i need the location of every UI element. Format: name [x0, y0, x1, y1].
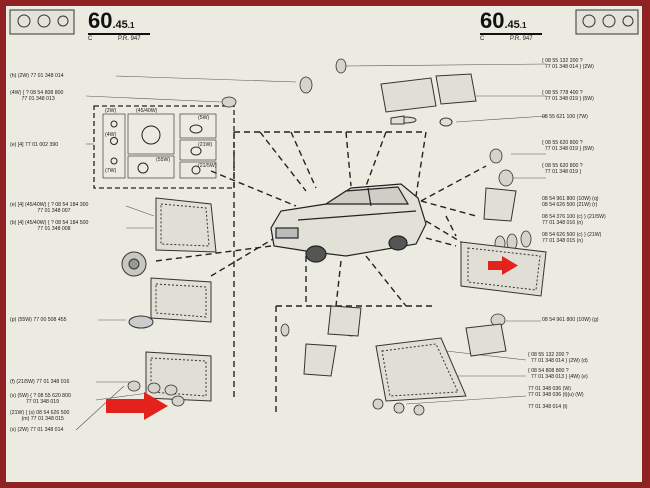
part-label: (f) (21/5W) 77 01 348 016	[10, 379, 70, 385]
bulb-assortment-box	[93, 105, 235, 189]
red-arrow-right	[488, 256, 518, 275]
part-label: { 08 55 778 400 ? 77 01 348 019 } (5W)	[542, 90, 594, 102]
header-pr-left: P.R. 947	[118, 36, 141, 42]
part-label: { 08 54 808 800 ? 77 01 348 013 } (4W) (…	[528, 368, 588, 380]
rear-lamp-bottom	[303, 305, 507, 402]
part-label: 08 54 961 800 (10W) (g)	[542, 317, 599, 323]
part-label: (p) (55W) 77 00 508 455	[10, 317, 67, 323]
header-c-right: C	[480, 36, 485, 42]
dashed-leaders	[155, 131, 487, 416]
box-label: (7W)	[105, 168, 117, 174]
part-label: (21W) { (s) 08 54 626 500 (m) 77 01 348 …	[10, 410, 70, 422]
page-number-left: 60.45.1	[88, 8, 135, 33]
car-illustration	[270, 183, 427, 263]
part-label: (b) [4] (45/40W) { ? 08 54 184 500 77 01…	[10, 220, 89, 232]
part-label: 08 55 621 100 (7W)	[542, 114, 588, 120]
part-label: (s) (5W) { ? 08 55 620 800 77 01 348 019	[10, 393, 71, 405]
header-rule-left	[88, 33, 150, 35]
indicator-lamps-top	[380, 73, 477, 127]
part-label: { 08 55 132 200 ? 77 01 348 014 } (2W) (…	[528, 352, 588, 364]
part-label: 08 54 626 500 (c) } (21W) 77 01 348 015 …	[542, 232, 602, 244]
header-c-left: C	[88, 36, 93, 42]
label-leaders	[75, 63, 547, 431]
box-label: (21/5W)	[198, 163, 217, 169]
box-label: (5W)	[198, 115, 210, 121]
box-label: (45/40W)	[136, 108, 158, 114]
box-label: (4W)	[105, 132, 117, 138]
part-label: (h) (2W) 77 01 348 014	[10, 73, 64, 79]
header-pr-right: P.R. 947	[510, 36, 533, 42]
part-label: 77 01 348 014 (t)	[528, 404, 568, 410]
exploded-diagram	[9, 9, 639, 431]
fog-lamp-unit	[128, 277, 212, 329]
part-label: (e) [4] 77 01 002 390	[10, 142, 59, 148]
part-label: (e) [4] (45/40W) { ? 08 54 184 300 77 01…	[10, 202, 89, 214]
part-label: { 08 55 620 800 ? 77 01 348 019 } (5W)	[542, 140, 594, 152]
part-label: { 08 55 620 800 ? 77 01 348 019 }	[542, 163, 583, 175]
rear-lamp-left	[145, 351, 212, 402]
red-arrow-left	[106, 392, 168, 420]
part-label: { 08 55 132 200 ? 77 01 348 014 } (2W)	[542, 58, 594, 70]
box-label: (2W)	[105, 108, 117, 114]
headlamp-unit	[121, 197, 217, 277]
part-label: (s) (2W) 77 01 348 014	[10, 427, 64, 433]
header-bulb-icons-right	[575, 9, 639, 35]
part-label: 08 54 376 100 (c) } (21/5W) 77 01 348 01…	[542, 214, 606, 226]
header-rule-right	[480, 33, 542, 35]
part-label: (4W) { ? 08 54 808 800 77 01 348 013	[10, 90, 64, 102]
header-bulb-icons-left	[9, 9, 75, 35]
box-label: (55W)	[156, 157, 171, 163]
catalog-page: 60.45.1 C P.R. 947 60.45.1 C P.R. 947	[6, 6, 642, 482]
box-label: (21W)	[198, 142, 213, 148]
page-number-right: 60.45.1	[480, 8, 527, 33]
part-label: 77 01 348 036 (W) 77 01 348 036 (t)(u) (…	[528, 386, 584, 398]
part-label: 08 54 961 800 (10W) (q) 08 54 626 500 (2…	[542, 196, 599, 208]
